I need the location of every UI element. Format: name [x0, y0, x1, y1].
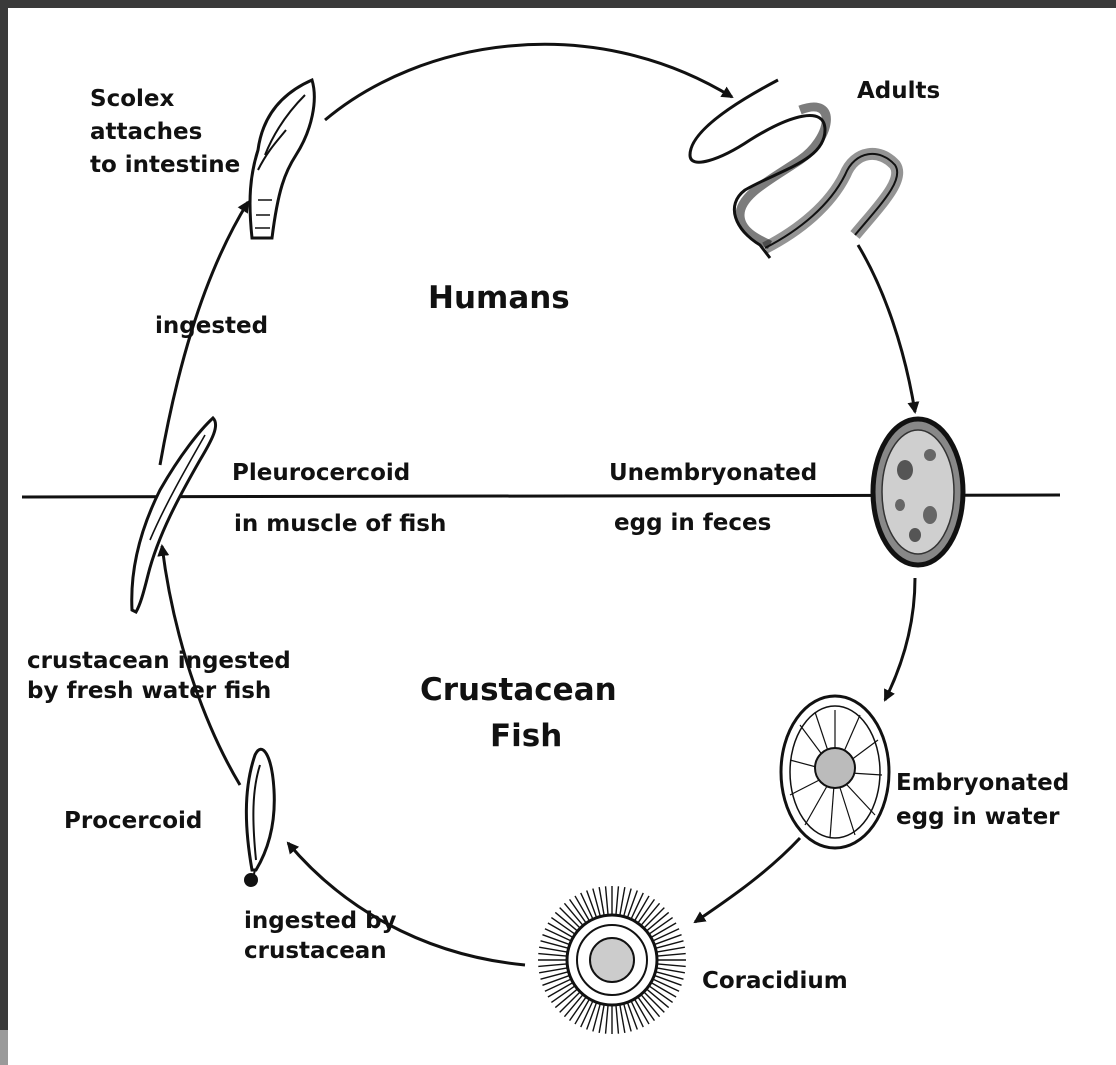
label-coracidium: Coracidium — [702, 968, 848, 994]
label-procercoid: Procercoid — [64, 808, 202, 834]
procercoid-illustration — [244, 749, 274, 887]
arrow-egg-to-embryonated — [885, 578, 915, 700]
host-label-bottom-1: Crustacean — [420, 672, 617, 708]
host-label-bottom-2: Fish — [490, 718, 562, 754]
host-label-top: Humans — [428, 280, 570, 316]
label-pleurocercoid-1: Pleurocercoid — [232, 460, 410, 486]
scolex-illustration — [250, 80, 314, 238]
label-scolex-1: Scolex — [90, 86, 174, 112]
label-unembryonated-1: Unembryonated — [609, 460, 817, 486]
label-ingested-by-2: crustacean — [244, 938, 387, 964]
label-embryonated-2: egg in water — [896, 804, 1060, 830]
coracidium-illustration — [538, 886, 686, 1034]
life-cycle-diagram: Humans Crustacean Fish Adults Unembryona… — [8, 8, 1116, 1065]
label-ingested-by-1: ingested by — [244, 908, 397, 934]
label-crustacean-ingested-1: crustacean ingested — [27, 648, 291, 674]
label-unembryonated-2: egg in feces — [614, 510, 771, 536]
window-corner-block — [0, 1030, 8, 1065]
window-frame-top — [0, 0, 1116, 8]
arrow-embryonated-to-coracidium — [695, 838, 800, 922]
label-crustacean-ingested-2: by fresh water fish — [27, 678, 271, 704]
arrow-adults-to-egg — [858, 245, 915, 412]
label-embryonated-1: Embryonated — [896, 770, 1069, 796]
label-adults: Adults — [857, 78, 940, 104]
unembryonated-egg-illustration — [873, 419, 963, 565]
diagram-canvas: Humans Crustacean Fish Adults Unembryona… — [8, 8, 1116, 1065]
arrow-scolex-to-adults — [325, 44, 732, 120]
adult-worm-illustration — [690, 80, 897, 258]
label-scolex-3: to intestine — [90, 152, 240, 178]
embryonated-egg-illustration — [781, 696, 889, 848]
pleurocercoid-illustration — [132, 418, 216, 612]
label-pleurocercoid-2: in muscle of fish — [234, 511, 446, 537]
window-frame-left — [0, 0, 8, 1065]
label-ingested: ingested — [155, 313, 268, 339]
label-scolex-2: attaches — [90, 119, 202, 145]
